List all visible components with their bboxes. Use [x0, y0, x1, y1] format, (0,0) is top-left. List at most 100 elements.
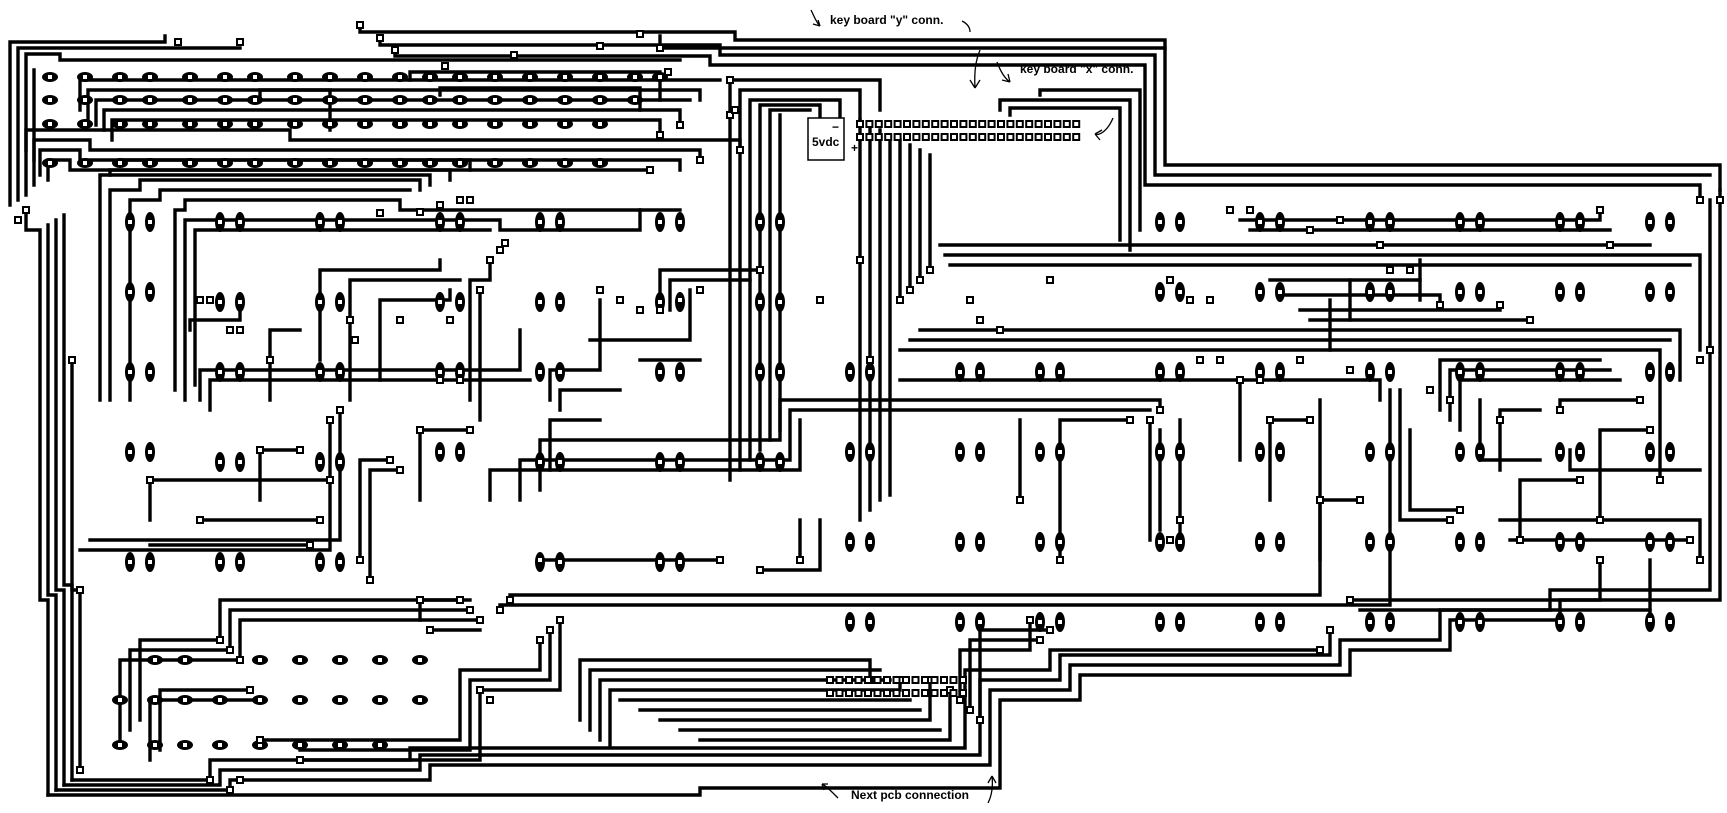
pad-hole — [1278, 620, 1282, 624]
connector-pin — [911, 676, 920, 684]
pad-hole — [558, 560, 562, 564]
square-pad — [1056, 556, 1064, 564]
square-pad — [256, 696, 264, 704]
connector-pin — [997, 120, 1005, 128]
square-pad — [1336, 216, 1344, 224]
connector-pin — [921, 133, 930, 141]
pad-hole — [598, 75, 602, 79]
pad-hole — [218, 220, 222, 224]
square-pad — [1046, 626, 1054, 634]
pad-hole — [363, 161, 367, 165]
pad-hole — [1178, 370, 1182, 374]
square-pad — [466, 606, 474, 614]
connector-pin — [874, 120, 883, 128]
pad-hole — [153, 698, 157, 702]
pad-hole — [563, 161, 567, 165]
pad-hole — [848, 620, 852, 624]
square-pad — [731, 106, 739, 114]
pad-hole — [1158, 220, 1162, 224]
pad-hole — [418, 698, 422, 702]
pad-hole — [238, 370, 242, 374]
square-pad — [174, 38, 182, 46]
pad-hole — [363, 98, 367, 102]
pad-hole — [458, 98, 462, 102]
pad-hole — [1558, 220, 1562, 224]
square-pad — [896, 296, 904, 304]
connector-pin — [950, 120, 958, 128]
pad-hole — [1458, 540, 1462, 544]
pad-hole — [1178, 220, 1182, 224]
pad-hole — [633, 98, 637, 102]
pad-hole — [238, 300, 242, 304]
pad-hole — [1258, 220, 1262, 224]
square-pad — [1516, 536, 1524, 544]
connector-pin — [1034, 133, 1043, 141]
pad-hole — [318, 560, 322, 564]
square-pad — [226, 786, 234, 794]
square-pad — [866, 356, 874, 364]
square-pad — [1206, 296, 1214, 304]
square-pad — [656, 306, 664, 314]
pad-hole — [338, 220, 342, 224]
square-pad — [546, 626, 554, 634]
pad-hole — [438, 300, 442, 304]
connector-pin — [892, 676, 901, 684]
pad-hole — [148, 98, 152, 102]
pad-hole — [338, 370, 342, 374]
connector-pin — [959, 120, 968, 128]
pad-hole — [48, 161, 52, 165]
square-pad — [216, 636, 224, 644]
pad-hole — [338, 300, 342, 304]
pad-hole — [328, 75, 332, 79]
pad-hole — [183, 658, 187, 662]
pad-hole — [253, 161, 257, 165]
pad-hole — [223, 122, 227, 126]
upper-left-bus-traces — [24, 70, 742, 402]
pad-hole — [1258, 450, 1262, 454]
connector-pin — [1015, 133, 1024, 141]
square-pad — [296, 756, 304, 764]
pad-hole — [848, 370, 852, 374]
pad-hole — [428, 122, 432, 126]
pad-hole — [398, 75, 402, 79]
arrow-keyboard-x — [996, 61, 1011, 83]
square-pad — [256, 736, 264, 744]
pad-hole — [868, 540, 872, 544]
square-pad — [236, 776, 244, 784]
connector-pin — [1053, 133, 1062, 141]
pad-hole — [218, 743, 222, 747]
connector-pin — [1062, 120, 1071, 128]
square-pad — [226, 646, 234, 654]
pad-hole — [978, 540, 982, 544]
square-pad — [1646, 616, 1654, 624]
pad-hole — [128, 370, 132, 374]
power-label: 5vdc — [812, 135, 840, 149]
pad-hole — [1578, 290, 1582, 294]
square-pad — [506, 596, 514, 604]
arrow-keyboard-x-connector — [1094, 117, 1114, 141]
pad-hole — [188, 161, 192, 165]
square-pad — [266, 356, 274, 364]
square-pad — [1706, 346, 1714, 354]
square-pad — [1696, 196, 1704, 204]
square-pad — [336, 406, 344, 414]
pad-hole — [1668, 620, 1672, 624]
square-pad — [196, 516, 204, 524]
pad-hole — [528, 161, 532, 165]
square-pad — [1306, 226, 1314, 234]
pad-hole — [238, 560, 242, 564]
pad-hole — [1558, 370, 1562, 374]
square-pad — [456, 196, 464, 204]
pad-hole — [398, 98, 402, 102]
pad-hole — [118, 98, 122, 102]
pad-hole — [148, 161, 152, 165]
pad-hole — [1058, 450, 1062, 454]
pad-hole — [458, 75, 462, 79]
pad-hole — [493, 122, 497, 126]
square-pad — [1266, 416, 1274, 424]
pad-hole — [598, 98, 602, 102]
pad-hole — [493, 161, 497, 165]
pad-hole — [438, 450, 442, 454]
connector-pin — [987, 120, 996, 128]
pad-hole — [1388, 450, 1392, 454]
